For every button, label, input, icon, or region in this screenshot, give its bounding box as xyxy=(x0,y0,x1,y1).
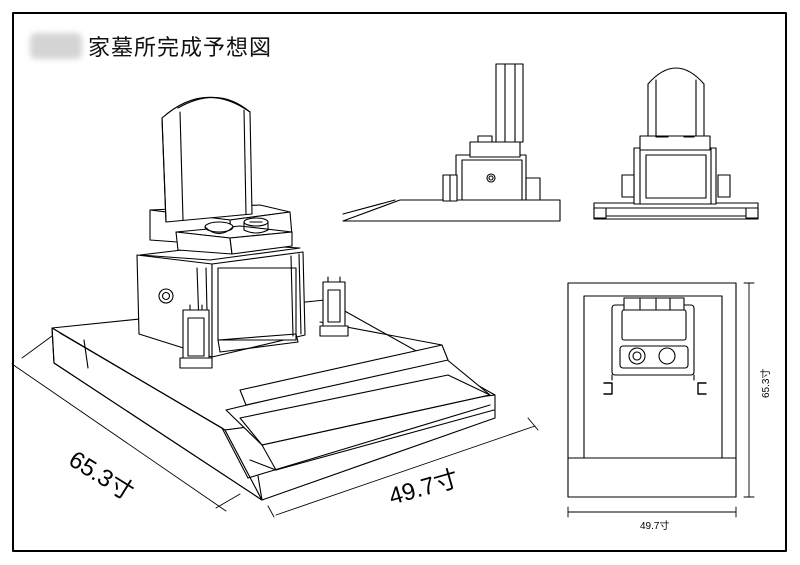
perspective-right-vase xyxy=(319,276,349,337)
perspective-left-vase xyxy=(179,304,213,369)
perspective-main-stone xyxy=(161,96,253,223)
perspective-enclosure xyxy=(136,243,306,358)
front-elevation-view xyxy=(593,67,759,220)
sheet-frame xyxy=(12,12,787,552)
plan-offering-table xyxy=(619,345,689,369)
family-crest-emblem xyxy=(158,288,174,304)
plan-width-label: 49.7寸 xyxy=(640,521,670,532)
perspective-dim-lines xyxy=(11,335,539,518)
side-elevation-view xyxy=(342,63,561,222)
redacted-family-name xyxy=(30,33,82,59)
plan-view xyxy=(567,282,755,518)
perspective-view xyxy=(11,96,539,518)
drawing-title: 家墓所完成予想図 xyxy=(30,26,272,66)
title-text: 家墓所完成予想図 xyxy=(88,36,273,61)
plan-depth-label: 65.3寸 xyxy=(761,368,772,398)
